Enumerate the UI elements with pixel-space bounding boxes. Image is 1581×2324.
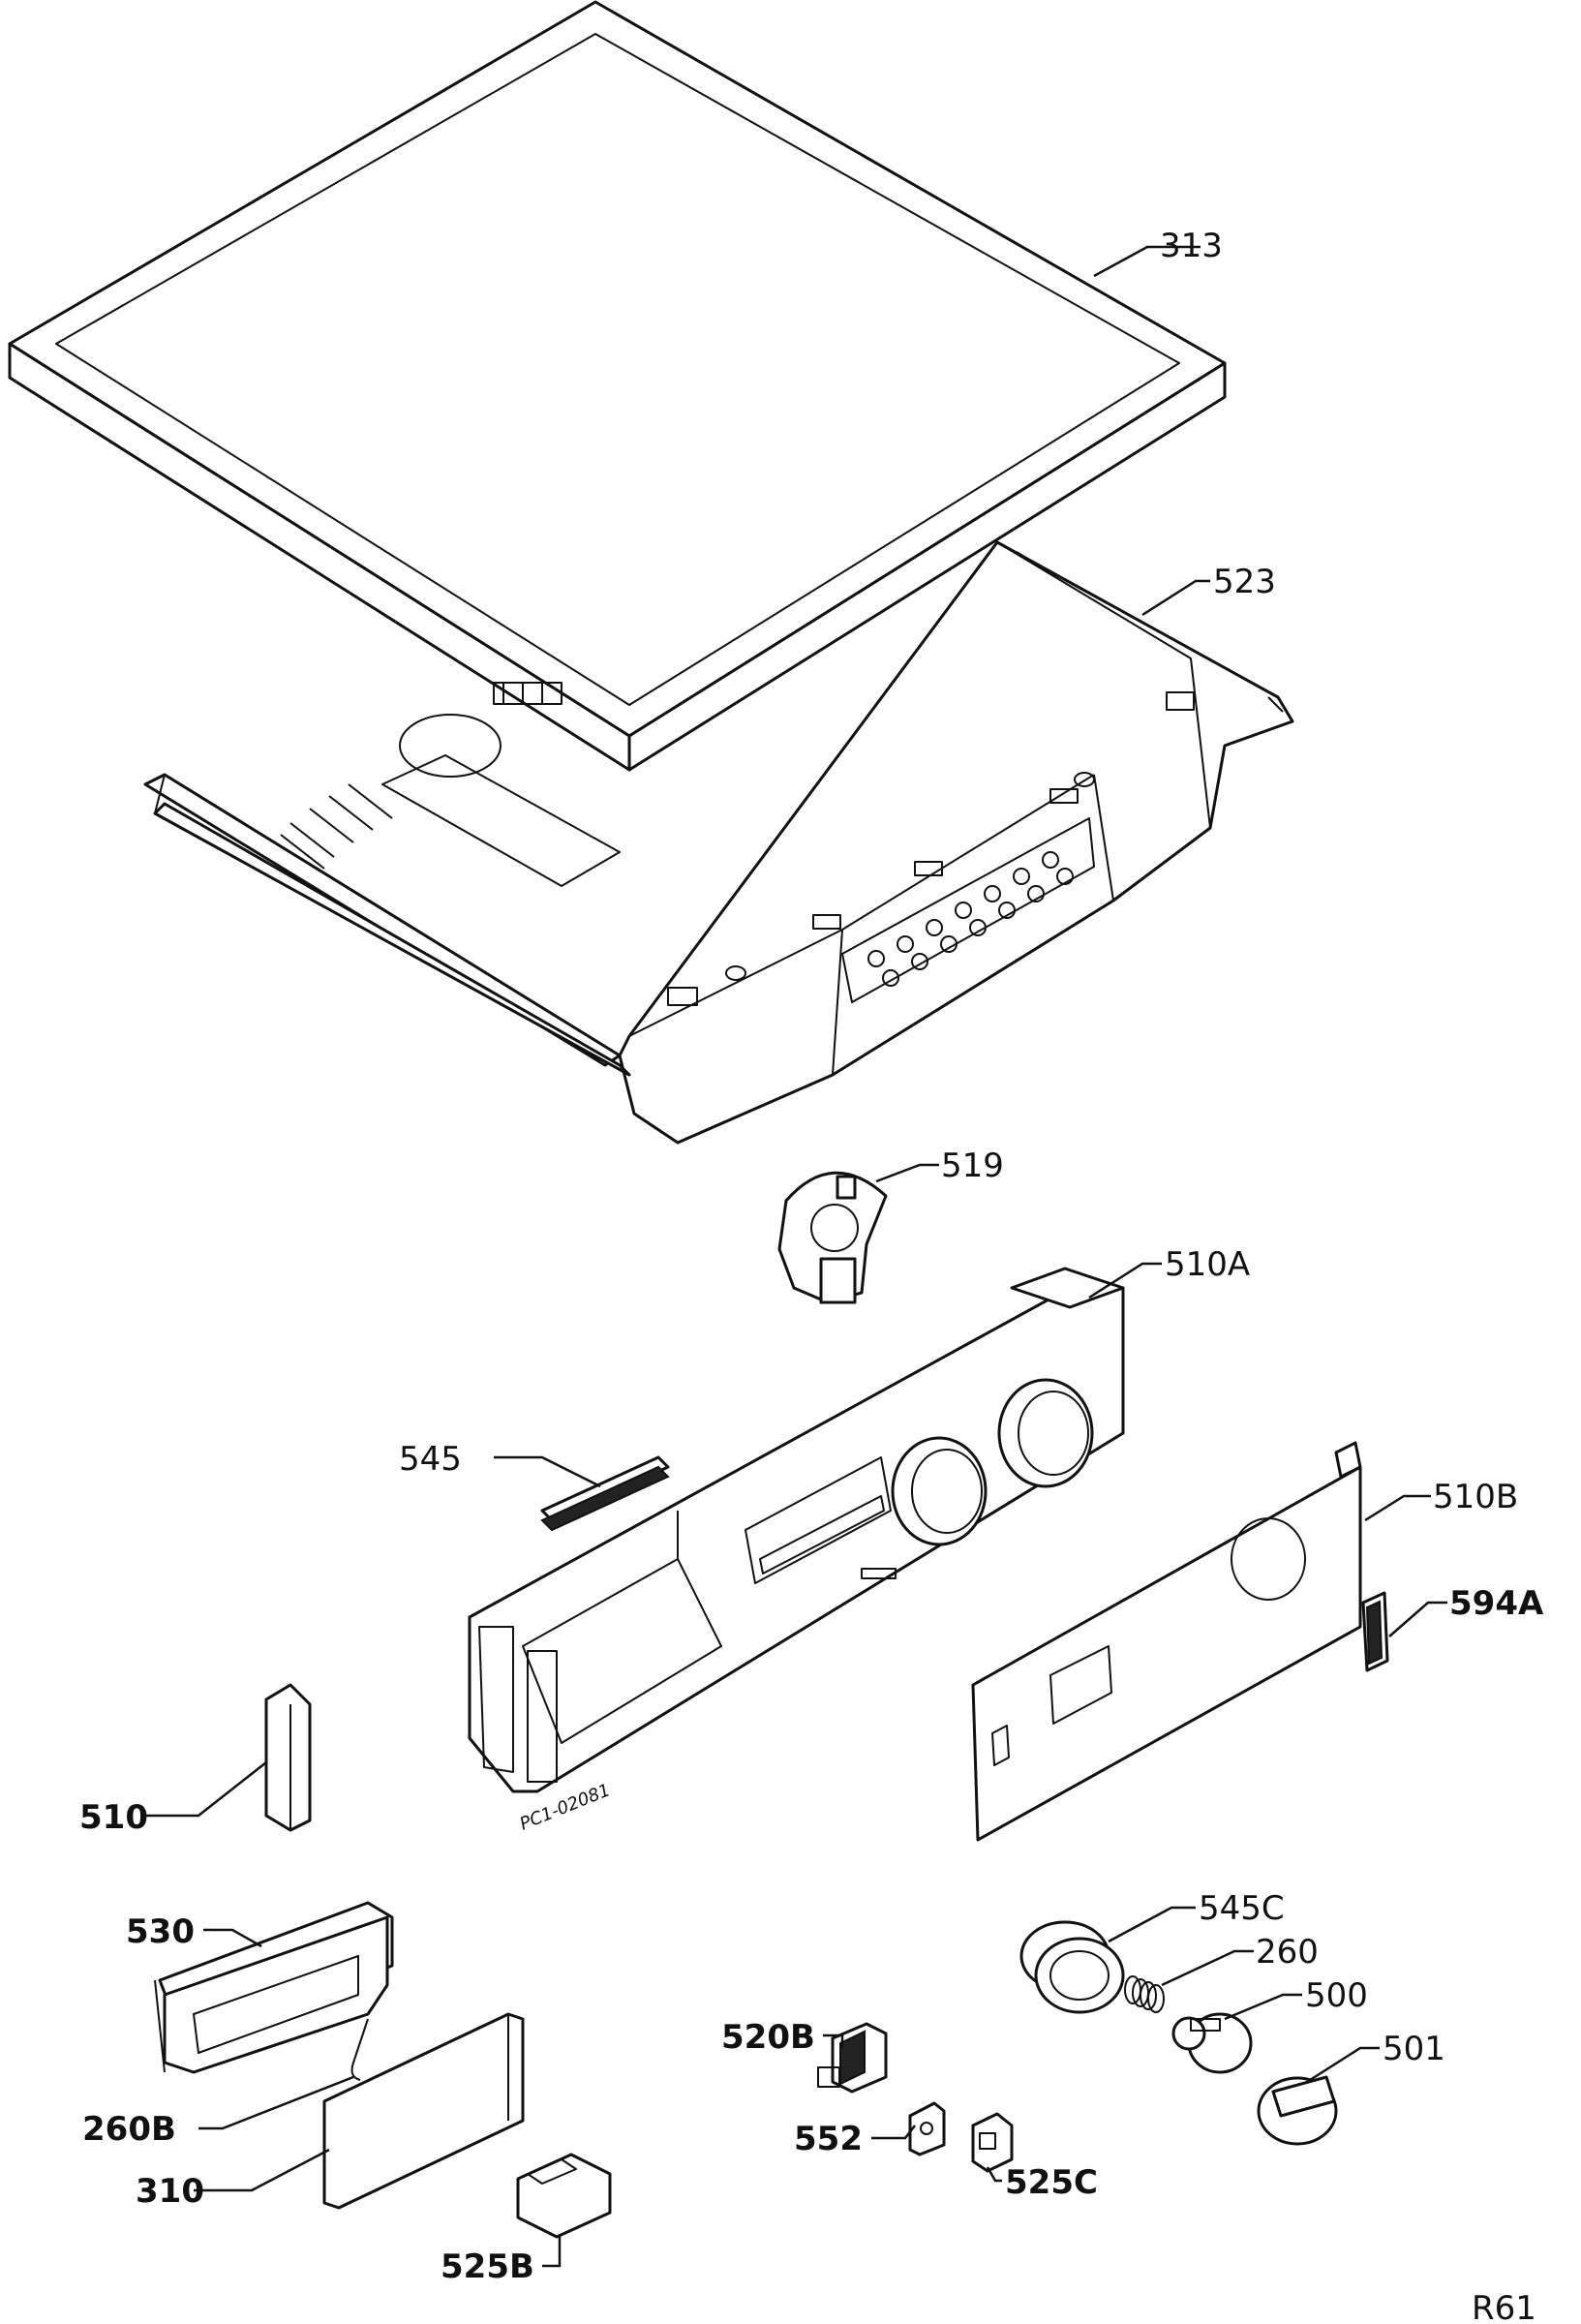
label-260B: 260B: [82, 2110, 176, 2149]
label-510: 510: [79, 1798, 148, 1837]
label-545: 545: [399, 1440, 462, 1479]
part-523-slots: [280, 682, 562, 870]
part-510A-front-panel: [468, 1267, 1125, 1793]
part-525B-block: [516, 2153, 612, 2239]
label-545C: 545C: [1199, 1889, 1285, 1928]
label-510B: 510B: [1433, 1478, 1518, 1516]
label-530: 530: [126, 1912, 195, 1951]
label-525C: 525C: [1005, 2163, 1098, 2202]
label-310: 310: [136, 2172, 204, 2211]
sheet-code: R61: [1472, 2289, 1536, 2324]
label-510A: 510A: [1165, 1245, 1250, 1284]
part-510B-panel-insert: [971, 1441, 1362, 1842]
label-500: 500: [1305, 1976, 1368, 2015]
part-519-bracket: [777, 1171, 888, 1304]
part-523-frame: [143, 540, 1294, 1145]
label-519: 519: [941, 1147, 1004, 1185]
leader-lines: [145, 245, 1447, 2268]
label-501: 501: [1383, 2030, 1445, 2068]
part-313-top-cover: [8, 0, 1227, 772]
part-525C-block: [971, 2112, 1014, 2173]
part-310-cover-plate: [322, 2012, 525, 2210]
part-260-spring: [1124, 1975, 1165, 2013]
label-594A: 594A: [1449, 1584, 1544, 1623]
part-260B-spring: [350, 2018, 369, 2081]
label-260: 260: [1256, 1933, 1319, 1972]
label-313: 313: [1160, 227, 1223, 265]
label-523: 523: [1213, 563, 1276, 601]
part-552-bracket: [908, 2101, 946, 2156]
part-545-strip: [540, 1455, 670, 1532]
part-545C-bezel: [1019, 1920, 1125, 2014]
part-501-knob: [1257, 2075, 1338, 2146]
label-525B: 525B: [441, 2248, 534, 2286]
part-530-handle: [154, 1901, 394, 2074]
part-510-corner: [264, 1683, 312, 1832]
label-552: 552: [794, 2120, 863, 2158]
part-594A-clip: [1361, 1591, 1389, 1672]
part-500-knob-core: [1171, 2012, 1253, 2074]
label-520B: 520B: [721, 2018, 815, 2057]
part-523-mesh: [841, 817, 1095, 1003]
part-520B-switch: [817, 2022, 888, 2094]
